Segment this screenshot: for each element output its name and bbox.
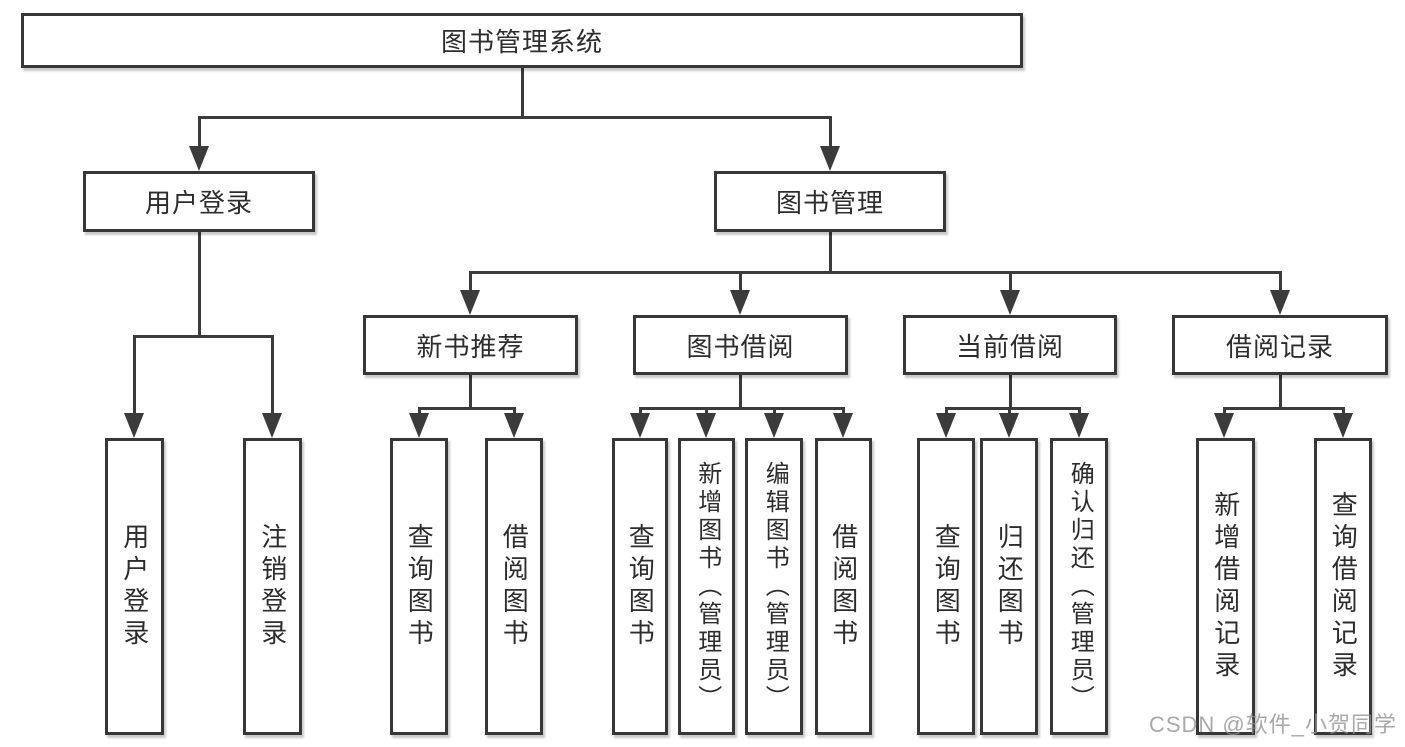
arrow-down-icon [460, 290, 480, 315]
node-borrowing-records: 借阅记录 [1172, 315, 1388, 375]
leaf-current-query-books: 查询图书 [917, 438, 975, 735]
leaf-records-add-record: 新增借阅记录 [1196, 438, 1255, 735]
leaf-borrow-query-books: 查询图书 [612, 438, 668, 735]
arrow-down-icon [936, 413, 956, 438]
node-current-borrowing: 当前借阅 [903, 315, 1117, 375]
connector-stem-line [738, 375, 742, 410]
connector-stem-line [1278, 272, 1282, 295]
node-new-book-recommend: 新书推荐 [363, 315, 578, 375]
arrow-down-icon [630, 413, 650, 438]
arrow-down-icon [504, 413, 524, 438]
node-label: 查询图书 [404, 522, 435, 651]
arrow-down-icon [764, 413, 784, 438]
node-label: 归还图书 [994, 522, 1025, 651]
arrow-down-icon [1069, 413, 1089, 438]
node-label: 新增图书（管理员） [693, 460, 721, 713]
leaf-user-login: 用户登录 [105, 438, 164, 735]
arrow-down-icon [833, 413, 853, 438]
node-label: 编辑图书（管理员） [761, 460, 789, 713]
connector-stem-line [1008, 272, 1012, 295]
arrow-down-icon [696, 413, 716, 438]
arrow-down-icon [189, 146, 209, 171]
arrow-down-icon [1270, 290, 1290, 315]
connector-split-line [638, 406, 845, 410]
node-label: 当前借阅 [955, 331, 1064, 362]
connector-stem-line [738, 272, 742, 295]
node-label: 新增借阅记录 [1210, 490, 1241, 683]
connector-split-line [197, 115, 832, 119]
node-label: 新书推荐 [416, 331, 525, 362]
leaf-borrow-borrow-books: 借阅图书 [815, 438, 872, 735]
arrow-down-icon [999, 413, 1019, 438]
connector-split-line [417, 406, 516, 410]
connector-split-line [1222, 406, 1345, 410]
node-label: 确认归还（管理员） [1066, 460, 1094, 713]
arrow-down-icon [1000, 290, 1020, 315]
node-user-login-branch: 用户登录 [83, 171, 315, 232]
arrow-down-icon [820, 146, 840, 171]
connector-stem-line [828, 232, 832, 274]
node-label: 查询图书 [625, 522, 656, 651]
watermark: CSDN @软件_小贺同学 [1148, 712, 1397, 737]
connector-stem-line [520, 68, 524, 119]
leaf-logout: 注销登录 [243, 438, 302, 735]
connector-stem-line [1278, 375, 1282, 410]
leaf-records-query-record: 查询借阅记录 [1314, 438, 1372, 735]
connector-stem-line [828, 117, 832, 151]
connector-stem-line [1008, 375, 1012, 410]
arrow-down-icon [1214, 413, 1234, 438]
leaf-recommend-borrow-books: 借阅图书 [485, 438, 543, 735]
node-label: 注销登录 [257, 522, 288, 651]
node-label: 图书借阅 [686, 331, 795, 362]
node-book-management-system: 图书管理系统 [21, 13, 1023, 68]
connector-split-line [132, 334, 274, 338]
node-book-management-branch: 图书管理 [714, 171, 946, 232]
connector-split-line [944, 406, 1081, 410]
node-book-borrowing: 图书借阅 [633, 315, 848, 375]
connector-stem-line [197, 232, 201, 338]
connector-stem-line [468, 272, 472, 295]
connector-stem-line [468, 375, 472, 410]
arrow-down-icon [124, 413, 144, 438]
connector-stem-line [197, 117, 201, 151]
leaf-recommend-query-books: 查询图书 [390, 438, 448, 735]
leaf-borrow-add-books-admin: 新增图书（管理员） [678, 438, 735, 735]
arrow-down-icon [1333, 413, 1353, 438]
node-label: 图书管理系统 [440, 27, 603, 57]
node-label: 查询借阅记录 [1328, 490, 1359, 683]
node-label: 借阅图书 [828, 522, 859, 651]
connector-stem-line [132, 336, 136, 418]
connector-split-line [468, 270, 1282, 274]
arrow-down-icon [730, 290, 750, 315]
node-label: 图书管理 [775, 188, 884, 218]
node-label: 借阅记录 [1225, 331, 1334, 362]
node-label: 查询图书 [931, 522, 962, 651]
connector-stem-line [270, 336, 274, 418]
leaf-current-confirm-return-admin: 确认归还（管理员） [1050, 438, 1108, 735]
arrow-down-icon [262, 413, 282, 438]
node-label: 借阅图书 [499, 522, 530, 651]
leaf-current-return-books: 归还图书 [980, 438, 1038, 735]
arrow-down-icon [409, 413, 429, 438]
leaf-borrow-edit-books-admin: 编辑图书（管理员） [745, 438, 803, 735]
node-label: 用户登录 [144, 188, 253, 218]
node-label: 用户登录 [119, 522, 150, 651]
